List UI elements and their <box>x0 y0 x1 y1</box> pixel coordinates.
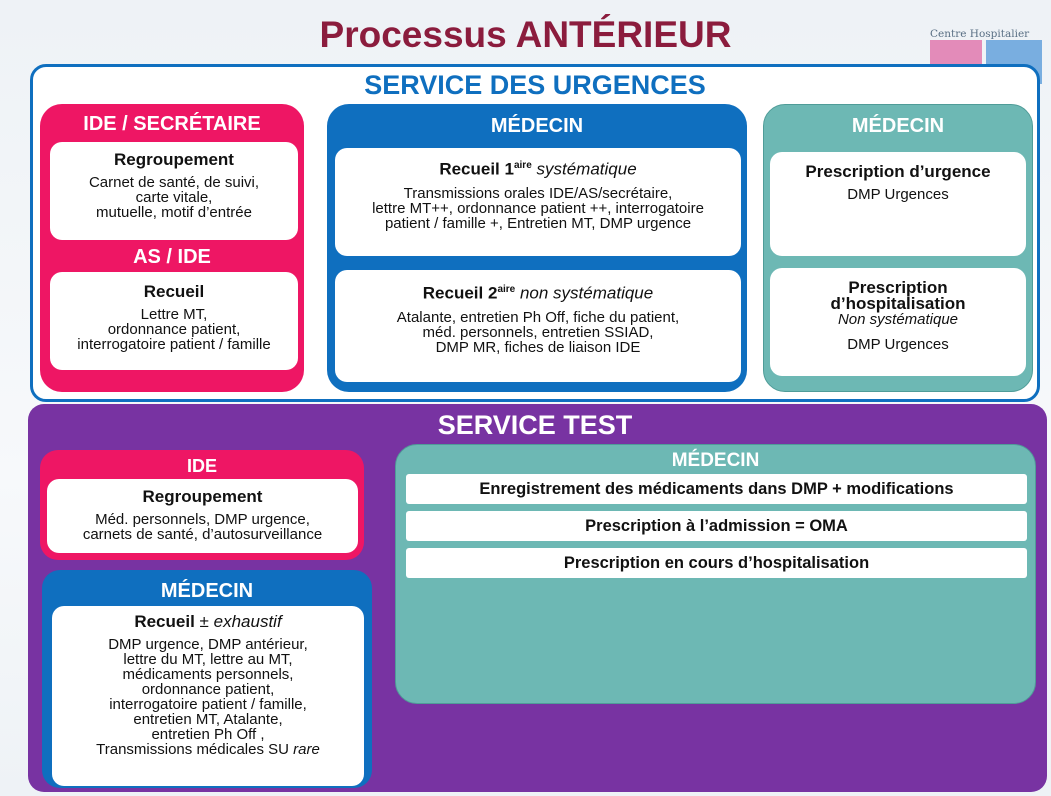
test-ide-header: IDE <box>186 456 217 476</box>
card-title: d’hospitalisation <box>830 294 966 313</box>
card-line: DMP urgence, DMP antérieur, <box>108 636 308 653</box>
test-medecin-header: MÉDECIN <box>160 580 254 602</box>
urgences-medecin-teal-header: MÉDECIN <box>851 115 945 137</box>
card-title: Recueil <box>134 612 195 631</box>
prescription-urgence-card: Prescription d’urgence DMP Urgences <box>770 152 1026 256</box>
card-line: lettre du MT, lettre au MT, <box>123 651 293 668</box>
card-line: ordonnance patient, <box>107 321 241 338</box>
card-line: DMP Urgences <box>847 186 949 203</box>
enregistrement-bar: Enregistrement des médicaments dans DMP … <box>406 474 1027 504</box>
card-line: carnets de santé, d’autosurveillance <box>82 526 323 543</box>
card-line: Transmissions médicales SU <box>96 741 289 758</box>
card-line: Lettre MT, <box>140 306 208 323</box>
card-line: DMP MR, fiches de liaison IDE <box>435 338 641 356</box>
recueil-2-card: Recueil 2aire non systématique Atalante,… <box>335 270 741 382</box>
card-line: interrogatoire patient / famille <box>77 336 271 353</box>
urgences-as-ide-header: AS / IDE <box>133 246 211 268</box>
test-recueil-card: Recueil ± exhaustif DMP urgence, DMP ant… <box>52 606 364 786</box>
card-line: médicaments personnels, <box>122 666 294 683</box>
card-qualifier: non systématique <box>519 283 654 303</box>
card-line: interrogatoire patient / famille, <box>109 696 307 713</box>
card-line: Transmissions orales IDE/AS/secrétaire, <box>403 184 673 202</box>
recueil-1-card: Recueil 1aire systématique Transmissions… <box>335 148 741 256</box>
test-regroupement-card: Regroupement Méd. personnels, DMP urgenc… <box>47 479 358 553</box>
card-qualifier: exhaustif <box>213 612 282 631</box>
page-title: Processus ANTÉRIEUR <box>319 14 732 55</box>
card-line: entretien MT, Atalante, <box>133 711 283 728</box>
prescription-hospitalisation-card: Prescription d’hospitalisation Non systé… <box>770 268 1026 376</box>
card-line: carte vitale, <box>135 189 213 206</box>
superscript: aire <box>513 160 532 171</box>
urgences-title: SERVICE DES URGENCES <box>364 70 706 100</box>
plus-minus-symbol: ± <box>199 612 209 631</box>
card-line: méd. personnels, entretien SSIAD, <box>422 323 654 341</box>
card-title: Regroupement <box>114 150 234 169</box>
card-line: mutuelle, motif d’entrée <box>96 204 252 221</box>
recueil-1-title-line: Recueil 1aire systématique <box>335 158 741 179</box>
card-title: Recueil 1 <box>439 159 514 179</box>
prescription-admission-bar: Prescription à l’admission = OMA <box>406 511 1027 541</box>
card-qualifier: systématique <box>536 159 637 179</box>
service-test-title: SERVICE TEST <box>437 410 633 440</box>
card-qualifier: Non systématique <box>837 311 959 328</box>
test-medecin-teal-header: MÉDECIN <box>671 450 760 471</box>
prescription-hospitalisation-bar: Prescription en cours d’hospitalisation <box>406 548 1027 578</box>
card-line: ordonnance patient, <box>141 681 275 698</box>
card-line: entretien Ph Off , <box>151 726 265 743</box>
urgences-ide-header: IDE / SECRÉTAIRE <box>83 113 261 135</box>
logo-text: Centre Hospitalier <box>930 28 1030 40</box>
recueil-title-line: Recueil ± exhaustif <box>52 612 364 631</box>
card-qualifier: rare <box>293 741 320 758</box>
card-line: Carnet de santé, de suivi, <box>88 174 260 191</box>
card-title: Prescription <box>848 278 948 297</box>
card-line: patient / famille +, Entretien MT, DMP u… <box>384 214 692 232</box>
card-line: DMP Urgences <box>847 336 949 353</box>
card-title: Regroupement <box>142 487 263 506</box>
card-line: Méd. personnels, DMP urgence, <box>95 511 310 528</box>
urgences-medecin-header: MÉDECIN <box>490 115 584 137</box>
card-line-last: Transmissions médicales SU rare <box>52 742 364 757</box>
recueil-2-title-line: Recueil 2aire non systématique <box>335 282 741 303</box>
card-title: Recueil <box>143 282 205 301</box>
card-line: lettre MT++, ordonnance patient ++, inte… <box>372 199 704 217</box>
card-title: Prescription d’urgence <box>805 162 991 181</box>
urgences-regroupement-card: Regroupement Carnet de santé, de suivi, … <box>50 142 298 240</box>
card-title: Recueil 2 <box>422 283 498 303</box>
card-line: Atalante, entretien Ph Off, fiche du pat… <box>396 308 680 326</box>
superscript: aire <box>497 284 516 295</box>
urgences-recueil-card: Recueil Lettre MT, ordonnance patient, i… <box>50 272 298 370</box>
